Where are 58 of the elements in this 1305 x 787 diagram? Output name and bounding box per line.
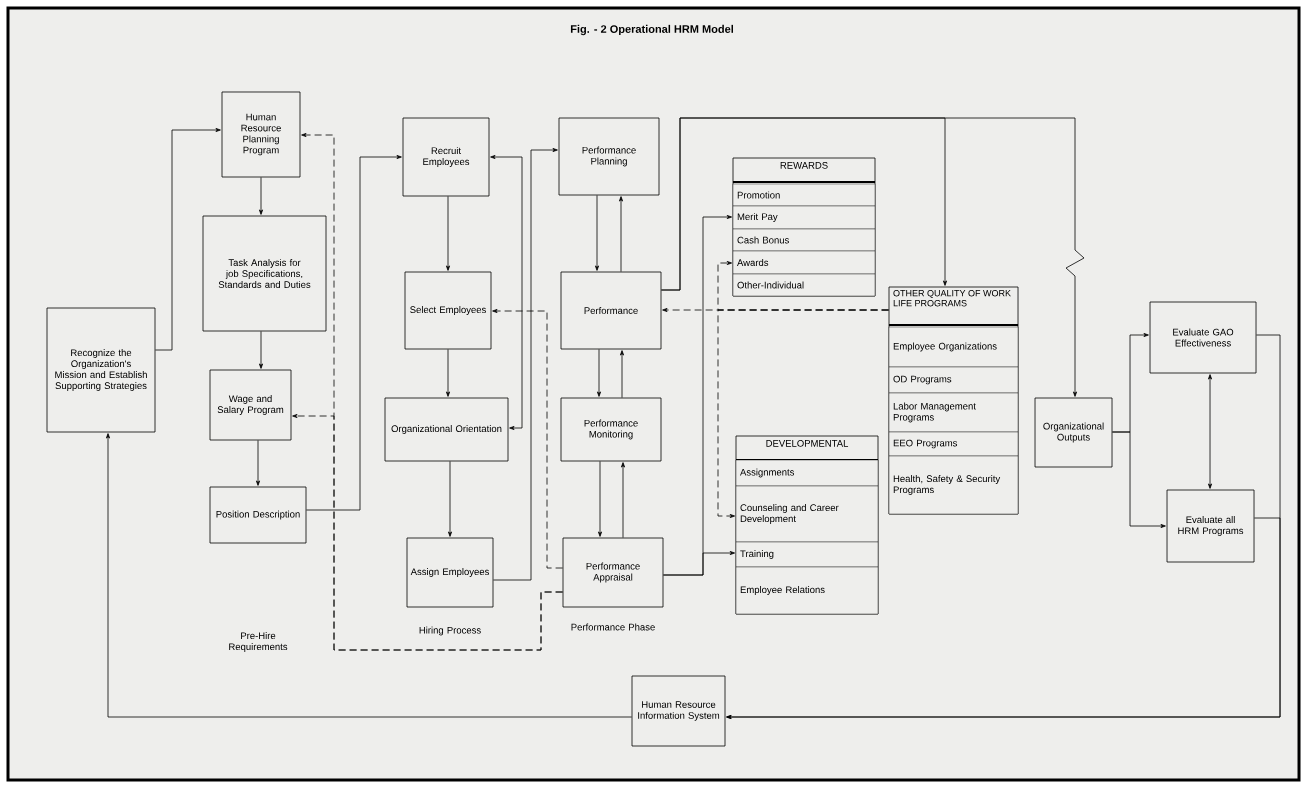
process-box: Position Description (209, 486, 307, 544)
table-row: EEO Programs (888, 431, 1019, 457)
arrow (106, 433, 632, 718)
process-box: Performance Monitoring (560, 397, 662, 462)
process-box: Evaluate GAO Effectiveness (1149, 301, 1257, 374)
dashed-arrow (492, 309, 563, 569)
figure-title: Fig. - 2 Operational HRM Model (570, 24, 733, 36)
arrow (1112, 431, 1166, 528)
table-row: Promotion (732, 183, 876, 207)
process-box: Task Analysis for job Specifications, Standards and Duties (202, 215, 327, 332)
arrow (619, 196, 623, 272)
section-label: Pre-Hire Requirements (229, 632, 288, 652)
process-box: Performance Planning (558, 117, 660, 196)
process-box: Human Resource Information System (631, 675, 726, 747)
arrow (597, 349, 601, 397)
arrow (448, 461, 452, 537)
table-row: Employee Relations (735, 566, 879, 615)
arrow (306, 155, 402, 511)
process-box: Wage and Salary Program (209, 369, 292, 441)
process-box: Select Employees (404, 271, 492, 350)
dashed-arrow (717, 309, 889, 518)
table-row: Merit Pay (732, 205, 876, 230)
table-row: OD Programs (888, 366, 1019, 394)
arrow (493, 148, 558, 581)
table-row: Labor Management Programs (888, 392, 1019, 433)
process-box: Evaluate all HRM Programs (1166, 489, 1255, 563)
dashed-arrow (292, 414, 563, 651)
table-row: Other-Individual (732, 273, 876, 297)
process-box: Recognize the Organization's Mission and Establish Supporting Strategies (46, 307, 156, 433)
arrow (259, 331, 263, 369)
process-box: Recruit Employees (402, 117, 490, 197)
arrow (598, 461, 602, 537)
arrow (726, 517, 1281, 719)
arrow (256, 440, 260, 486)
arrow (621, 462, 625, 538)
table-row: Training (735, 541, 879, 568)
arrow (620, 350, 624, 398)
process-box: Assign Employees (406, 537, 494, 608)
arrow (446, 349, 450, 397)
section-label: Hiring Process (419, 626, 481, 636)
process-box: Human Resource Planning Program (221, 91, 301, 178)
process-box: Organizational Outputs (1034, 397, 1113, 468)
table-row: Employee Organizations (888, 326, 1019, 368)
arrow (663, 551, 735, 576)
table-row: Awards (732, 250, 876, 275)
table-row: Assignments (735, 459, 879, 487)
process-box: Organizational Orientation (384, 397, 509, 462)
table-row: Cash Bonus (732, 228, 876, 252)
process-box: Performance (560, 271, 662, 350)
arrow (155, 128, 221, 351)
section-label: Performance Phase (571, 623, 655, 631)
arrow (259, 177, 263, 215)
process-box: Performance Appraisal (562, 537, 664, 608)
arrow (446, 196, 450, 271)
double-arrow (1208, 374, 1213, 489)
double-arrow (490, 155, 523, 430)
arrow (595, 195, 599, 271)
arrow (661, 117, 1085, 397)
